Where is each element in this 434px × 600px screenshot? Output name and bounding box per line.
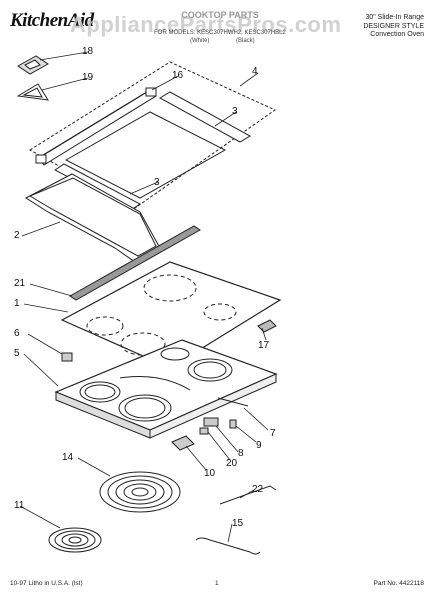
callout-9: 9	[256, 440, 262, 451]
callout-21: 21	[14, 278, 26, 289]
callout-3-lower: 3	[154, 177, 160, 188]
part-6-bracket	[61, 352, 73, 362]
part-16-rear-frame	[35, 87, 157, 166]
part-22-wire	[219, 485, 277, 505]
color-black: (Black)	[236, 38, 255, 44]
header-right: 30" Slide-In Range DESIGNER STYLE Convec…	[363, 14, 424, 40]
callout-10: 10	[204, 468, 216, 479]
footer-part-number: Part No. 4422118	[373, 580, 424, 587]
part-9-screw	[229, 419, 237, 429]
callout-8: 8	[238, 448, 244, 459]
part-10-terminal	[171, 435, 195, 451]
watermark: AppliancePartsPros.com	[70, 12, 342, 37]
callout-16: 16	[172, 70, 184, 81]
part-1-glass-top	[60, 261, 282, 369]
part-3-side-rail-top	[158, 91, 252, 143]
part-17-clip	[257, 319, 277, 333]
callout-1: 1	[14, 298, 20, 309]
brand-logo: KitchenAid	[10, 10, 94, 31]
callout-19: 19	[82, 72, 94, 83]
part-2-trim-frame	[25, 173, 161, 263]
inner-frame-rect	[64, 111, 227, 199]
range-size: 30" Slide-In Range	[365, 14, 424, 21]
part-15-wire	[195, 537, 261, 555]
part-18-bracket	[17, 55, 49, 75]
footer-page-number: 1	[215, 580, 219, 587]
part-21-gasket	[69, 225, 201, 301]
part-14-large-element	[99, 471, 181, 513]
callout-18: 18	[82, 46, 94, 57]
part-5-burner-box	[54, 339, 278, 439]
callout-5: 5	[14, 348, 20, 359]
callout-6: 6	[14, 328, 20, 339]
callout-4: 4	[252, 66, 258, 77]
footer-litho: 10-97 Litho in U.S.A. (lst)	[10, 580, 83, 587]
part-11-small-element	[48, 527, 102, 553]
callout-15: 15	[232, 518, 244, 529]
callout-11: 11	[14, 500, 25, 511]
oven-type: Convection Oven	[370, 31, 424, 38]
callout-22: 22	[252, 484, 264, 495]
callout-3-upper: 3	[232, 106, 238, 117]
part-20-connector	[199, 427, 209, 435]
part-8-switch	[203, 417, 219, 427]
leader-lines	[19, 51, 269, 543]
callout-17: 17	[258, 340, 270, 351]
part-7-rod	[217, 397, 249, 407]
color-white: (White)	[190, 38, 210, 44]
callout-20: 20	[226, 458, 238, 469]
section-title: COOKTOP PARTS	[181, 10, 259, 20]
part-19-bracket	[16, 83, 49, 101]
model-line: FOR MODELS: KESC307HWH2, KESC307HBL2	[154, 30, 286, 36]
callout-2: 2	[14, 230, 20, 241]
designer-style: DESIGNER STYLE	[363, 22, 424, 30]
callout-7: 7	[270, 428, 276, 439]
callout-14: 14	[62, 452, 74, 463]
